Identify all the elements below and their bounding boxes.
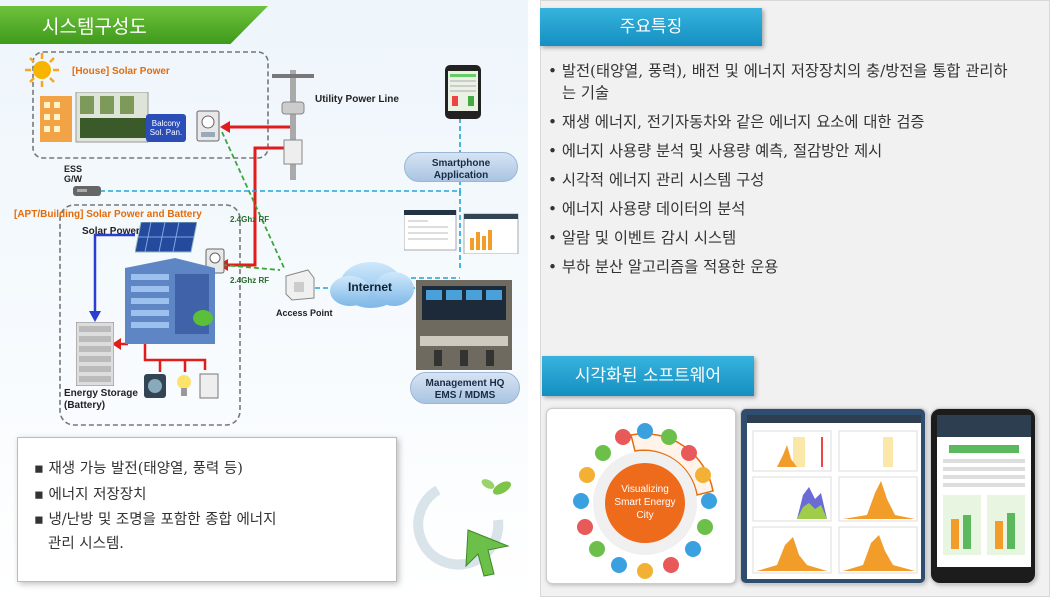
house-meter-icon	[196, 110, 220, 142]
city-label: Visualizing Smart Energy City	[614, 484, 676, 521]
feature-item: • 알람 및 이벤트 감시 시스템	[548, 229, 737, 247]
dashboard-screenshot-card	[740, 408, 926, 584]
apt-label: [APT/Building] Solar Power and Battery	[14, 209, 202, 220]
rf-label-1: 2.4Ghz RF	[230, 215, 270, 224]
system-title: 시스템구성도	[42, 16, 147, 38]
control-room-icon	[416, 280, 512, 370]
sun-icon	[25, 53, 59, 87]
feature-item: • 재생 에너지, 전기자동차와 같은 에너지 요소에 대한 검증	[548, 113, 925, 131]
solar-panel-icon	[135, 222, 197, 253]
appliances-icon	[144, 373, 219, 399]
feature-item: • 에너지 사용량 데이터의 분석	[548, 200, 746, 218]
system-title-banner	[0, 6, 268, 44]
features-list: • 발전(태양열, 풍력), 배전 및 에너지 저장장치의 충/방전을 통합 관…	[548, 60, 1018, 285]
refresh-arrow-icon	[413, 479, 512, 577]
system-feature-item: ▪ 냉/난방 및 조명을 포함한 종합 에너지 관리 시스템.	[34, 512, 277, 552]
balcony-solar-panel: Balcony Sol. Pan.	[146, 114, 186, 142]
smart-city-diagram	[573, 423, 717, 579]
feature-item: • 부하 분산 알고리즘을 적용한 운용	[548, 258, 779, 276]
feature-item: • 발전(태양열, 풍력), 배전 및 에너지 저장장치의 충/방전을 통합 관…	[548, 62, 1008, 102]
apartment-building-icon	[125, 258, 215, 344]
smart-city-card: Visualizing Smart Energy City	[546, 408, 736, 584]
rf-label-2: 2.4Ghz RF	[230, 276, 270, 285]
access-point-icon	[285, 269, 315, 301]
mobile-app-screenshot-card	[930, 408, 1036, 584]
utility-pole-icon	[272, 70, 314, 180]
ess-gateway-icon	[73, 186, 101, 196]
house-building-icon	[40, 92, 149, 143]
utility-power-line-label: Utility Power Line	[315, 94, 399, 105]
software-tab: 시각화된 소프트웨어	[542, 356, 754, 396]
system-feature-item: ▪ 에너지 저장장치	[34, 487, 147, 503]
connection-lines	[32, 51, 461, 426]
mobile-app-screen-icon	[937, 415, 1031, 567]
access-point-label: Access Point	[276, 308, 333, 318]
management-hq-label: Management HQ EMS / MDMS	[410, 372, 520, 404]
battery-rack-icon	[76, 322, 114, 386]
smartphone-icon	[445, 65, 481, 119]
feature-item: • 시각적 에너지 관리 시스템 구성	[548, 171, 765, 189]
ems-screens-icon	[404, 210, 519, 254]
system-feature-item: ▪ 재생 가능 발전(태양열, 풍력 등)	[34, 461, 243, 477]
ess-label: ESS G/W	[64, 164, 83, 184]
internet-label: Internet	[348, 280, 393, 294]
solar-power-label: Solar Power	[82, 226, 140, 237]
features-tab: 주요특징	[540, 8, 762, 46]
house-label: [House] Solar Power	[72, 66, 170, 77]
feature-item: • 에너지 사용량 분석 및 사용량 예측, 절감방안 제시	[548, 142, 883, 160]
energy-storage-label: Energy Storage (Battery)	[64, 388, 138, 411]
dashboard-charts-icon	[747, 415, 921, 579]
system-features-box: ▪ 재생 가능 발전(태양열, 풍력 등) ▪ 에너지 저장장치 ▪ 냉/난방 …	[17, 437, 397, 582]
smartphone-app-label: Smartphone Application	[404, 152, 518, 182]
